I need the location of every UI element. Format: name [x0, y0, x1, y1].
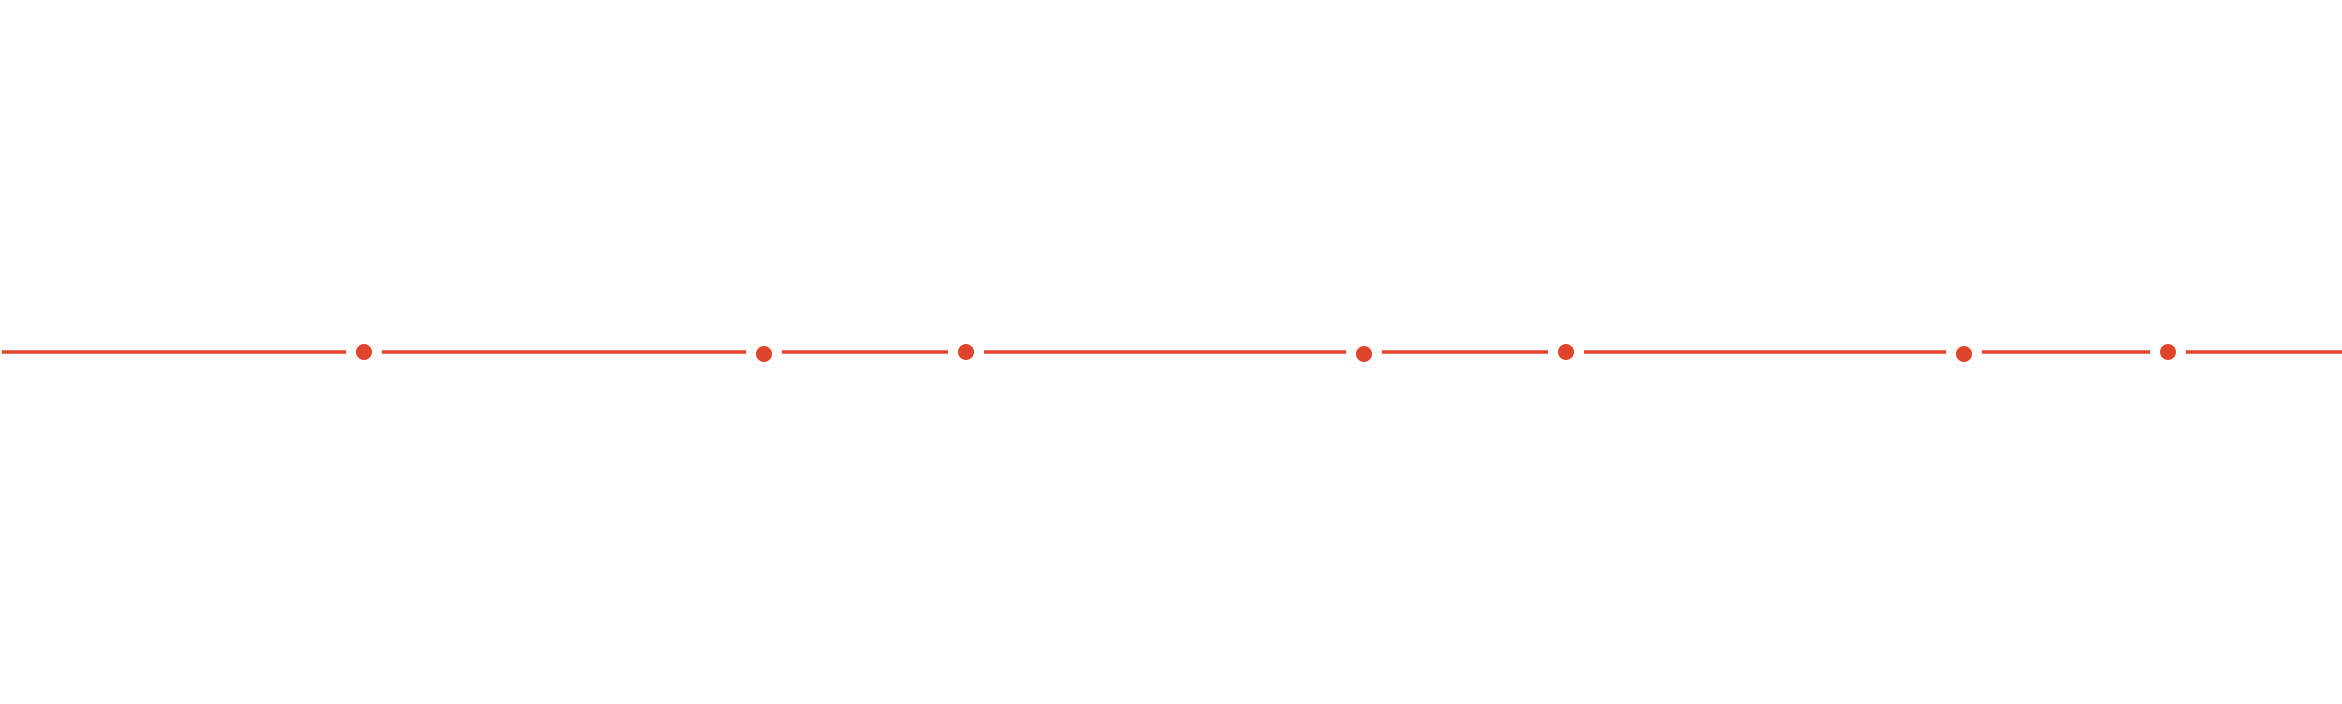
- timeline-dot-icon: [356, 344, 372, 360]
- timeline-dot-icon: [1356, 346, 1372, 362]
- timeline-markers: [356, 344, 2176, 362]
- timeline-dot-icon: [1956, 346, 1972, 362]
- timeline-dot-icon: [756, 346, 772, 362]
- timeline-dot-icon: [958, 344, 974, 360]
- timeline-dot-icon: [1558, 344, 1574, 360]
- timeline-dot-icon: [2160, 344, 2176, 360]
